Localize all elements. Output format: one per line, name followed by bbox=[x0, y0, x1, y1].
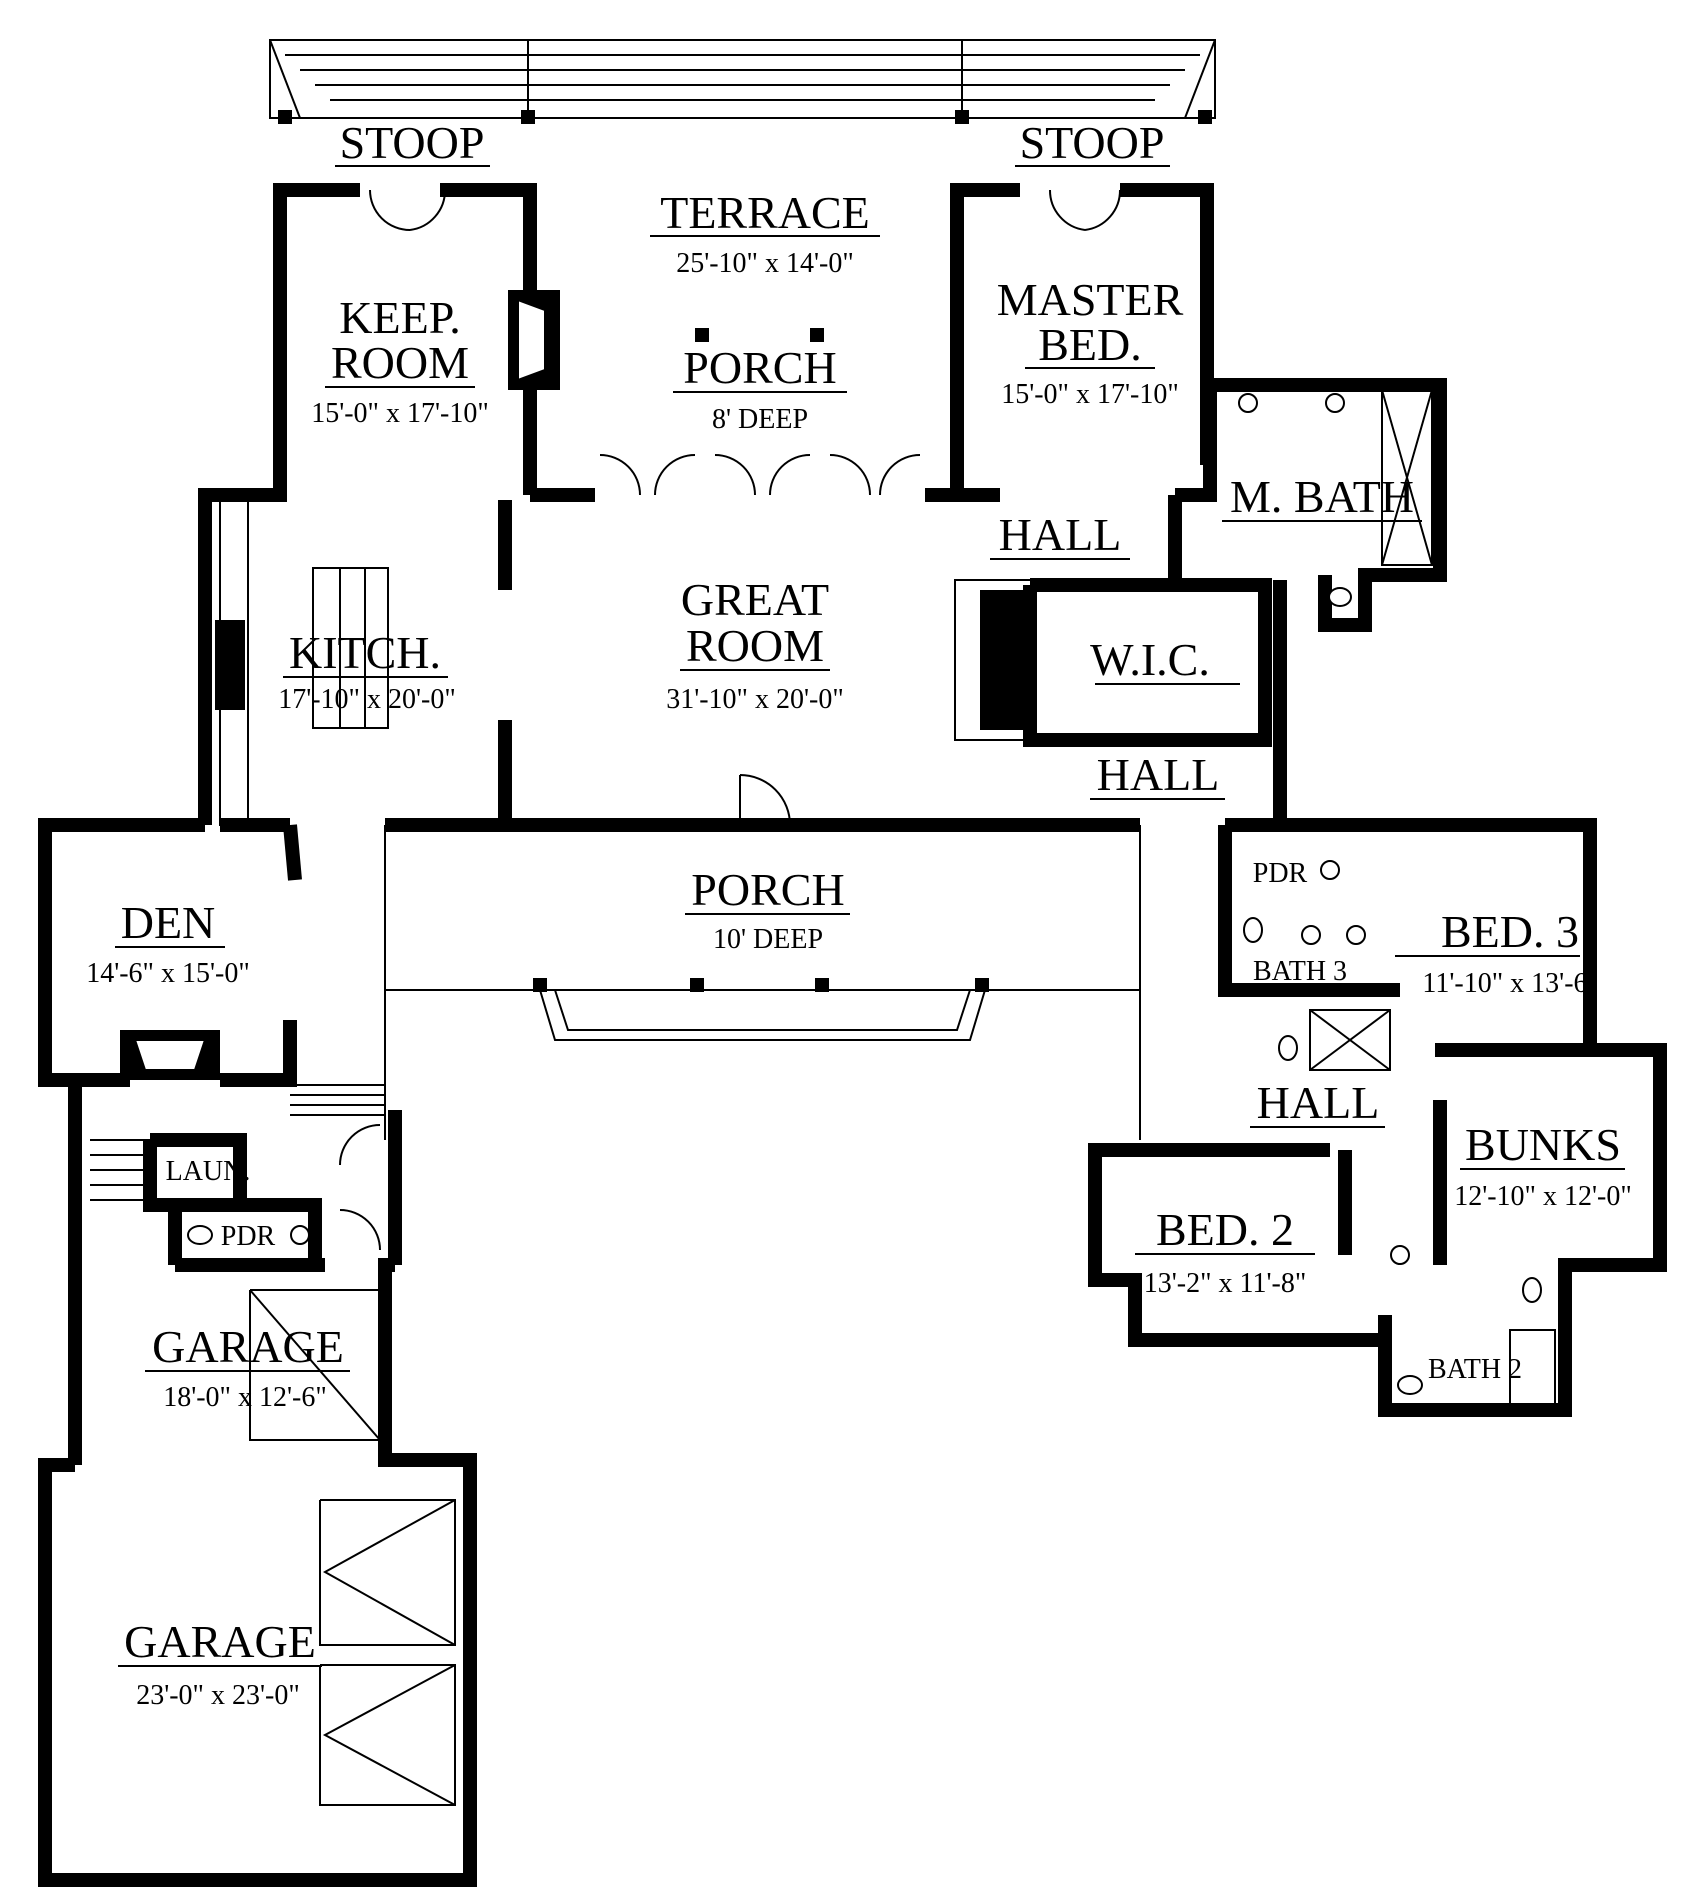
garage-small-label: GARAGE bbox=[152, 1321, 344, 1372]
keep-room-label-1: KEEP. bbox=[339, 292, 460, 343]
stairs bbox=[90, 1084, 385, 1201]
keep-room-fireplace bbox=[508, 290, 560, 390]
master-bed-dim: 15'-0" x 17'-10" bbox=[1001, 379, 1179, 410]
kitchen-label: KITCH. bbox=[289, 627, 441, 678]
front-porch bbox=[384, 818, 1141, 1140]
hall-upper-label: HALL bbox=[999, 509, 1122, 560]
porch-back-label: PORCH bbox=[683, 342, 836, 393]
terrace-posts bbox=[278, 110, 1212, 342]
wic-fireplace bbox=[954, 579, 1266, 741]
keep-room-label-2: ROOM bbox=[331, 337, 469, 388]
hall-mid-label: HALL bbox=[1097, 749, 1220, 800]
terrace-dim: 25'-10" x 14'-0" bbox=[676, 248, 854, 279]
wic-label: W.I.C. bbox=[1090, 634, 1210, 685]
garage-large-dim: 23'-0" x 23'-0" bbox=[136, 1680, 300, 1711]
laun-label: LAUN. bbox=[166, 1156, 251, 1187]
pdr-left-label: PDR bbox=[221, 1221, 276, 1252]
den-label: DEN bbox=[121, 897, 216, 948]
porch-back-dim: 8' DEEP bbox=[712, 404, 808, 435]
master-bed-label-2: BED. bbox=[1038, 319, 1142, 370]
stoop-left-label: STOOP bbox=[340, 117, 485, 168]
pdr-right-label: PDR bbox=[1253, 858, 1308, 889]
kitchen-dim: 17'-10" x 20'-0" bbox=[278, 684, 456, 715]
room-labels: STOOP STOOP TERRACE 25'-10" x 14'-0" POR… bbox=[86, 117, 1632, 1711]
bed2-label: BED. 2 bbox=[1156, 1204, 1294, 1255]
terrace-label: TERRACE bbox=[660, 187, 870, 238]
great-room-label-2: ROOM bbox=[686, 620, 824, 671]
doors bbox=[339, 189, 1122, 1251]
keep-room-dim: 15'-0" x 17'-10" bbox=[311, 398, 489, 429]
bed3-label: BED. 3 bbox=[1441, 906, 1579, 957]
bunks-dim: 12'-10" x 12'-0" bbox=[1454, 1181, 1632, 1212]
hall-lower-label: HALL bbox=[1257, 1077, 1380, 1128]
garage-doors bbox=[249, 1289, 456, 1806]
bed2-dim: 13'-2" x 11'-8" bbox=[1144, 1268, 1307, 1299]
porch-front-label: PORCH bbox=[691, 864, 844, 915]
bath-fixtures bbox=[187, 389, 1556, 1406]
den-fireplace bbox=[120, 1030, 220, 1080]
terrace-roof bbox=[269, 39, 1216, 119]
kitchen-island bbox=[215, 494, 389, 826]
great-room-dim: 31'-10" x 20'-0" bbox=[666, 684, 844, 715]
bath3-label: BATH 3 bbox=[1253, 956, 1347, 987]
bunks-label: BUNKS bbox=[1465, 1119, 1621, 1170]
den-dim: 14'-6" x 15'-0" bbox=[86, 958, 250, 989]
stoop-right-label: STOOP bbox=[1020, 117, 1165, 168]
master-bed-label-1: MASTER bbox=[997, 274, 1184, 325]
bed3-dim: 11'-10" x 13'-6 bbox=[1422, 968, 1587, 999]
garage-large-label: GARAGE bbox=[124, 1616, 316, 1667]
m-bath-label: M. BATH bbox=[1230, 471, 1414, 522]
bath2-label: BATH 2 bbox=[1428, 1354, 1522, 1385]
porch-front-dim: 10' DEEP bbox=[713, 924, 823, 955]
garage-small-dim: 18'-0" x 12'-6" bbox=[163, 1382, 327, 1413]
great-room-label-1: GREAT bbox=[681, 574, 829, 625]
